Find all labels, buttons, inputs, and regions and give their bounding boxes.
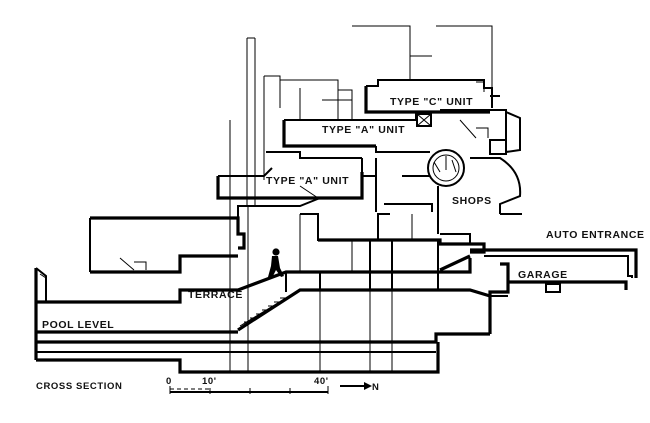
north-arrow: N	[340, 382, 379, 393]
type-a-unit-upper-block	[282, 109, 521, 155]
caption: CROSS SECTION 0 10' 40' N	[36, 376, 379, 394]
person-figure	[268, 248, 284, 278]
garage-block	[439, 248, 638, 297]
type-a-unit-lower-label: TYPE "A" UNIT	[266, 175, 349, 187]
pool-level-block	[34, 267, 492, 374]
shops-label: SHOPS	[452, 195, 492, 207]
type-c-unit-label: TYPE "C" UNIT	[390, 96, 473, 108]
cross-section-title: CROSS SECTION	[36, 381, 122, 392]
left-building-block	[89, 197, 486, 274]
pool-level-label: POOL LEVEL	[42, 319, 114, 331]
north-arrow-label: N	[372, 382, 379, 393]
auto-entrance-label: AUTO ENTRANCE	[546, 229, 645, 241]
terrace-label: TERRACE	[188, 289, 243, 301]
type-a-unit-lower-block	[216, 151, 377, 212]
type-c-unit-block	[364, 79, 500, 114]
type-a-unit-upper-label: TYPE "A" UNIT	[322, 124, 405, 136]
scale-label-ten: 10'	[202, 376, 217, 387]
scale-label-forty: 40'	[314, 376, 329, 387]
scale-label-zero: 0	[166, 376, 172, 387]
shops-block	[384, 149, 522, 234]
scale-bar: 0 10' 40'	[166, 376, 329, 394]
terrace-ramp-block	[36, 206, 491, 332]
garage-label: GARAGE	[518, 269, 568, 281]
background-elevation	[229, 25, 493, 206]
